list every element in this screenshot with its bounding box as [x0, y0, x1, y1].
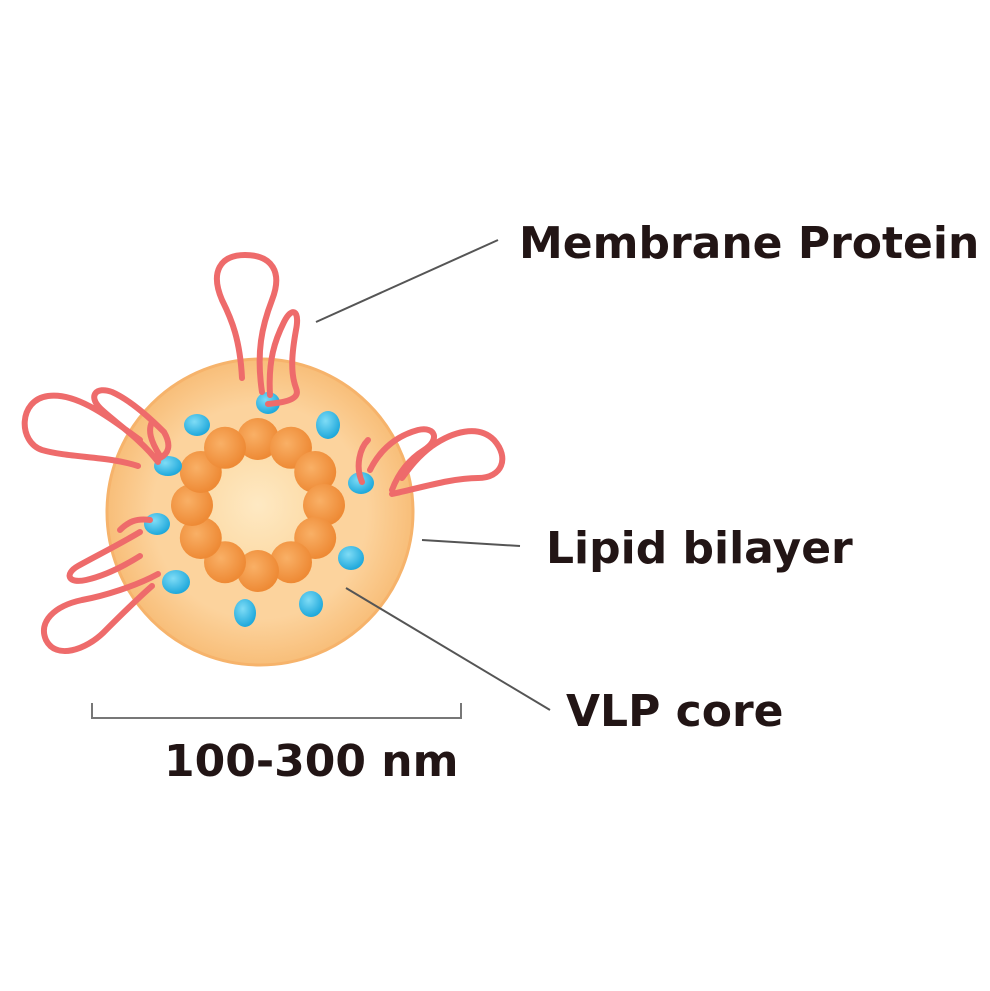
membrane-protein-left-upper: [21, 387, 172, 469]
core-subunit: [237, 550, 279, 592]
blue-subunit: [234, 599, 256, 627]
membrane-protein-top: [214, 252, 300, 407]
blue-subunit: [162, 570, 190, 594]
blue-subunit: [316, 411, 340, 439]
lipid-bilayer-leader: [421, 539, 521, 547]
membrane-protein-label: Membrane Protein: [519, 218, 979, 269]
vlp-core-label: VLP core: [566, 686, 784, 737]
vlp-core: [190, 437, 326, 573]
blue-subunit: [154, 456, 182, 476]
blue-subunit: [299, 591, 323, 617]
scale-bar: [91, 703, 462, 719]
scale-label: 100-300 nm: [164, 736, 458, 787]
membrane-protein-right: [355, 426, 506, 497]
core-subunit: [270, 541, 312, 584]
core-subunit: [171, 484, 213, 526]
core-subunit: [303, 484, 345, 526]
membrane-proteins: [21, 252, 506, 654]
core-subunit: [179, 517, 222, 559]
core-subunit: [204, 426, 246, 469]
core-subunit-ring: [171, 418, 345, 592]
blue-subunit: [338, 546, 364, 570]
vlp-core-leader: [345, 587, 551, 711]
core-subunit: [237, 418, 279, 460]
core-subunit: [294, 451, 337, 493]
blue-subunit: [144, 513, 170, 535]
membrane-protein-leader: [315, 239, 499, 323]
membrane-protein-left-lower: [41, 516, 161, 654]
blue-subunit: [184, 414, 210, 436]
lipid-bilayer-label: Lipid bilayer: [546, 523, 853, 574]
